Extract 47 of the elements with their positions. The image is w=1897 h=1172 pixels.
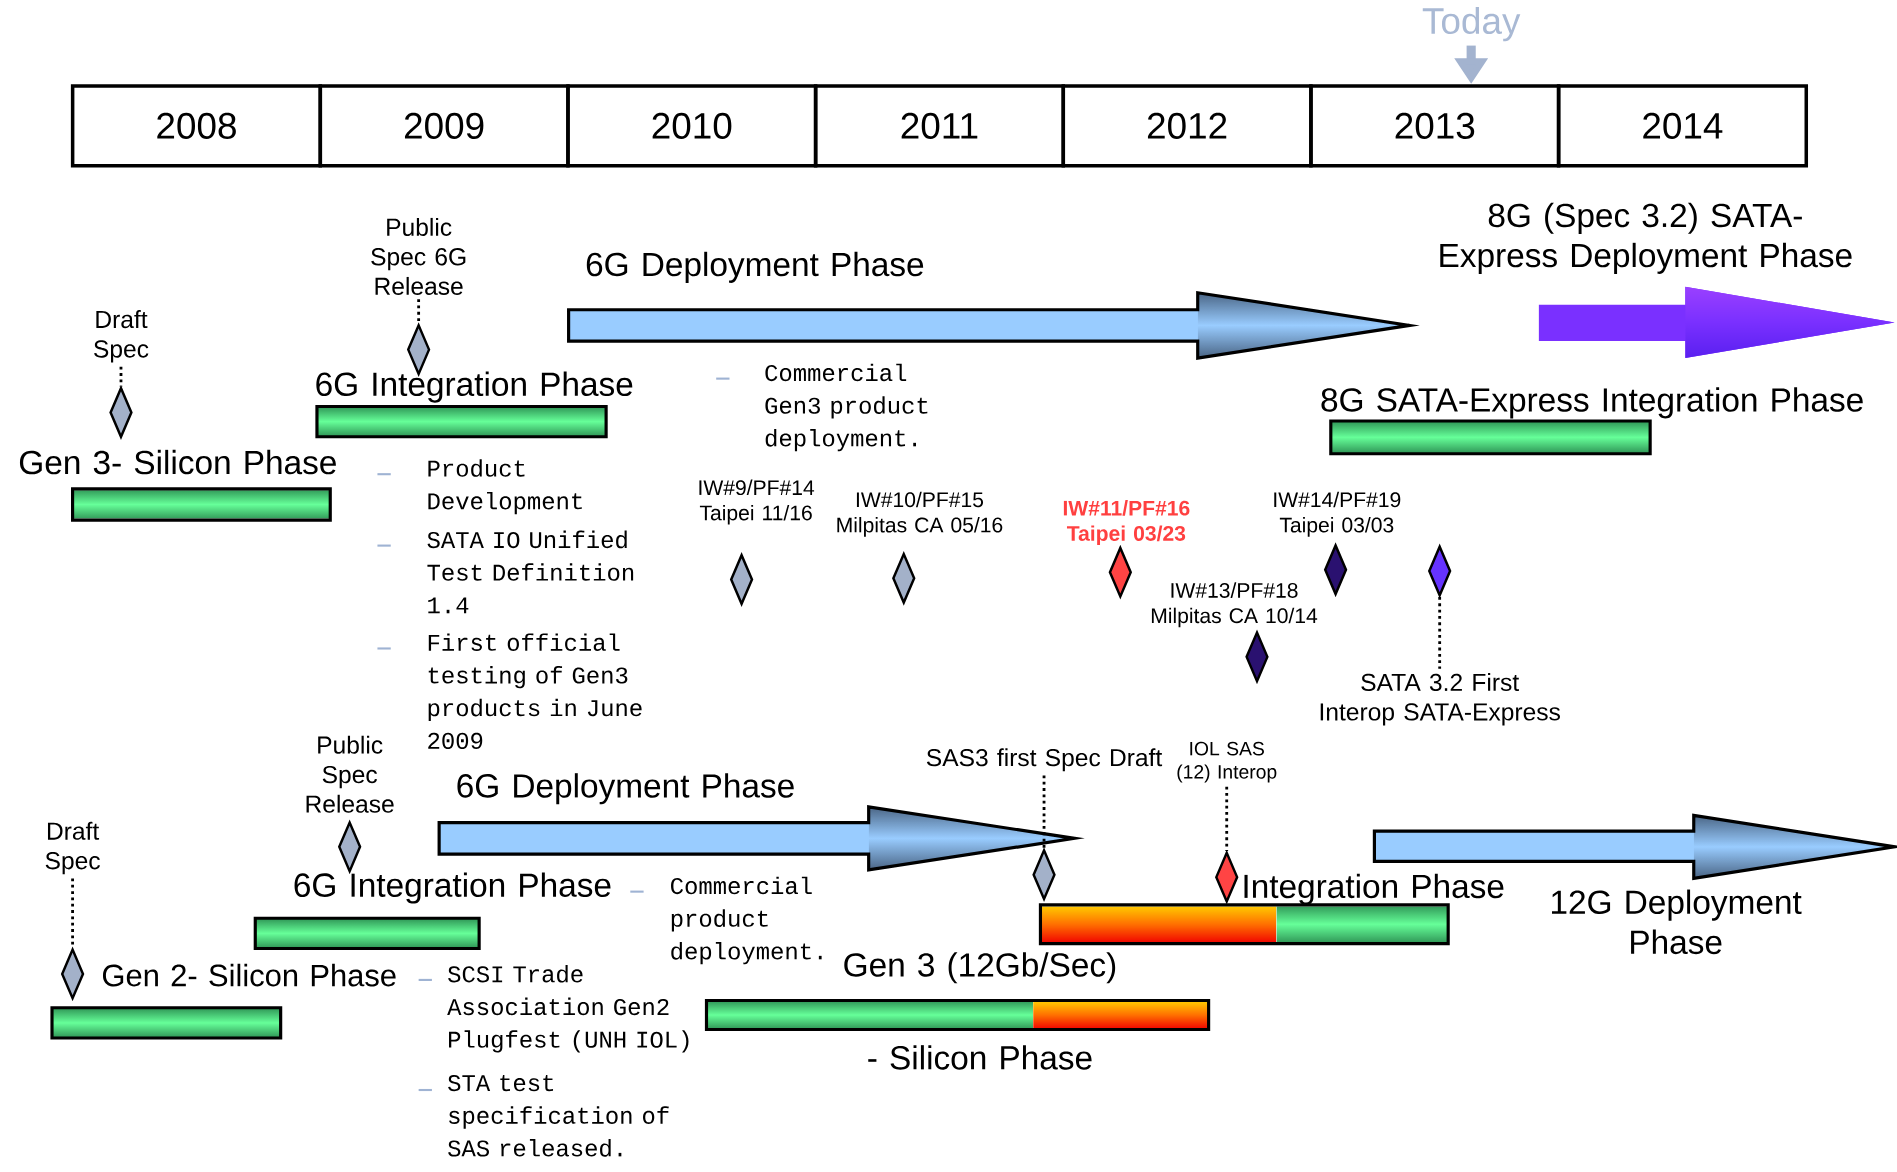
year-cell: 2013 <box>1309 84 1561 168</box>
bullet-text: Product Development <box>377 459 582 514</box>
bullet-text: Commercial Gen3 product deployment. <box>716 363 928 452</box>
phase-bar: Integration Phase <box>1038 873 1504 946</box>
annotation-text: Draft Spec <box>45 821 100 875</box>
node-label: 6G Integration Phase <box>316 371 633 403</box>
bullet-text: Commercial product deployment. <box>630 876 822 965</box>
node-label: Gen 2- Silicon Phase <box>102 963 396 987</box>
annotation-text: SAS3 first Spec Draft <box>926 748 1163 772</box>
node-label: Gen 3 (12Gb/Sec) <box>844 952 1116 984</box>
leader-line <box>1438 596 1442 669</box>
bullet-text: SCSI Trade Association Gen2 Plugfest (UNH IOL) <box>418 964 689 1053</box>
bullet-text: SATA IO Unified Test Definition 1.4 <box>377 530 634 614</box>
bullet-text: STA test specification of SAS released. <box>418 1074 669 1157</box>
year-cell: 2009 <box>318 84 570 168</box>
annotation-text: Draft Spec <box>94 309 149 363</box>
node-label: Gen 3- Silicon Phase <box>19 449 336 475</box>
node-label: - Silicon Phase <box>868 1045 1092 1070</box>
phase-label: 8G (Spec 3.2) SATA-Express Deployment Phase <box>1440 202 1852 274</box>
milestone-label: IW#11/PF#16 Taipei 03/23 <box>1063 499 1190 545</box>
year-cell: 2012 <box>1061 84 1313 168</box>
year-cell: 2010 <box>566 84 818 168</box>
phase-label: 6G Deployment Phase <box>586 251 924 283</box>
milestone-label: IW#14/PF#19 Taipei 03/03 <box>1274 491 1401 537</box>
node-label: Integration Phase <box>1244 873 1504 905</box>
phase-label: 12G Deployment Phase <box>1552 889 1802 954</box>
leader-line <box>1225 786 1229 851</box>
milestone-label: IW#9/PF#14 Taipei 11/16 <box>699 479 815 525</box>
year-cell: 2008 <box>70 84 323 168</box>
phase-bar: Gen 3- Silicon Phase <box>19 449 336 522</box>
phase-bar: 6G Integration Phase <box>253 872 611 950</box>
phase-bar: 6G Integration Phase <box>315 371 633 439</box>
milestone-label: IW#13/PF#18 Milpitas CA 10/14 <box>1151 582 1318 628</box>
phase-label: 6G Deployment Phase <box>457 773 794 805</box>
phase-bar: Gen 2- Silicon Phase <box>50 963 396 1040</box>
leader-line <box>71 878 74 948</box>
today-label: Today <box>1422 6 1521 42</box>
node-label: 8G SATA-Express Integration Phase <box>1321 387 1863 419</box>
annotation-text: SATA 3.2 First Interop SATA-Express <box>1320 672 1560 726</box>
annotation-text: Public Spec 6G Release <box>371 217 466 295</box>
phase-bar: 8G SATA-Express Integration Phase <box>1321 387 1863 456</box>
annotation-text: IOL SAS (12) Interop <box>1177 741 1277 783</box>
year-cell: 2011 <box>813 84 1066 168</box>
node-label: 6G Integration Phase <box>294 872 611 904</box>
milestone-label: IW#10/PF#15 Milpitas CA 05/16 <box>837 491 1003 537</box>
year-cell: 2014 <box>1556 84 1809 168</box>
leader-line <box>417 299 421 324</box>
